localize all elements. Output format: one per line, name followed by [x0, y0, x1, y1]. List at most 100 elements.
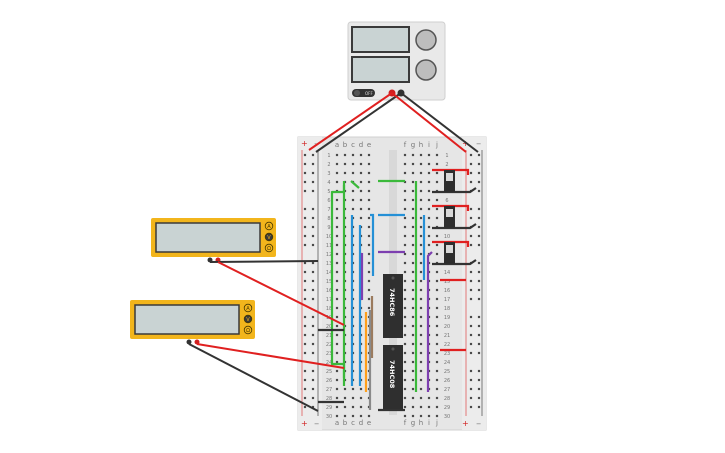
mode-v-button[interactable]	[264, 232, 274, 242]
rail-hole[interactable]	[469, 396, 473, 400]
slide-switch-2[interactable]	[432, 204, 477, 230]
breadboard-hole[interactable]	[343, 171, 347, 175]
rail-hole[interactable]	[303, 162, 307, 166]
breadboard-hole[interactable]	[435, 378, 439, 382]
power-leads[interactable]	[308, 92, 479, 153]
breadboard-hole[interactable]	[427, 405, 431, 409]
rail-hole[interactable]	[303, 270, 307, 274]
breadboard-hole[interactable]	[359, 207, 363, 211]
rail-hole[interactable]	[303, 378, 307, 382]
breadboard-hole[interactable]	[411, 216, 415, 220]
breadboard-hole[interactable]	[419, 342, 423, 346]
breadboard-hole[interactable]	[411, 396, 415, 400]
breadboard-hole[interactable]	[435, 153, 439, 157]
rail-hole[interactable]	[469, 180, 473, 184]
wire-black[interactable]	[209, 260, 319, 263]
rail-hole[interactable]	[477, 351, 481, 355]
rail-hole[interactable]	[303, 387, 307, 391]
breadboard-hole[interactable]	[335, 198, 339, 202]
rail-hole[interactable]	[477, 207, 481, 211]
breadboard-hole[interactable]	[411, 261, 415, 265]
breadboard-hole[interactable]	[351, 414, 355, 418]
breadboard-hole[interactable]	[411, 180, 415, 184]
breadboard-hole[interactable]	[351, 171, 355, 175]
breadboard-hole[interactable]	[367, 261, 371, 265]
breadboard-hole[interactable]	[335, 405, 339, 409]
breadboard-hole[interactable]	[435, 180, 439, 184]
breadboard-hole[interactable]	[411, 153, 415, 157]
rail-hole[interactable]	[469, 270, 473, 274]
breadboard-hole[interactable]	[343, 162, 347, 166]
breadboard-hole[interactable]	[411, 306, 415, 310]
breadboard-hole[interactable]	[335, 288, 339, 292]
breadboard-hole[interactable]	[427, 171, 431, 175]
breadboard-hole[interactable]	[359, 162, 363, 166]
rail-hole[interactable]	[311, 270, 315, 274]
breadboard-hole[interactable]	[419, 189, 423, 193]
breadboard-hole[interactable]	[403, 351, 407, 355]
breadboard-hole[interactable]	[427, 162, 431, 166]
breadboard-hole[interactable]	[403, 414, 407, 418]
breadboard-hole[interactable]	[367, 207, 371, 211]
breadboard-hole[interactable]	[411, 162, 415, 166]
breadboard-hole[interactable]	[435, 360, 439, 364]
rail-hole[interactable]	[311, 180, 315, 184]
rail-hole[interactable]	[477, 189, 481, 193]
breadboard-hole[interactable]	[335, 153, 339, 157]
wire-red[interactable]	[308, 92, 393, 151]
breadboard-hole[interactable]	[403, 333, 407, 337]
breadboard-hole[interactable]	[351, 198, 355, 202]
breadboard-hole[interactable]	[335, 225, 339, 229]
rail-hole[interactable]	[311, 216, 315, 220]
breadboard-hole[interactable]	[427, 225, 431, 229]
breadboard-hole[interactable]	[367, 225, 371, 229]
breadboard-hole[interactable]	[403, 207, 407, 211]
breadboard-hole[interactable]	[367, 414, 371, 418]
breadboard-hole[interactable]	[403, 297, 407, 301]
breadboard-hole[interactable]	[435, 252, 439, 256]
rail-hole[interactable]	[469, 279, 473, 283]
breadboard-hole[interactable]	[359, 189, 363, 193]
breadboard-hole[interactable]	[351, 162, 355, 166]
breadboard-hole[interactable]	[411, 225, 415, 229]
breadboard-hole[interactable]	[343, 396, 347, 400]
breadboard-hole[interactable]	[411, 198, 415, 202]
breadboard-hole[interactable]	[419, 297, 423, 301]
breadboard-hole[interactable]	[435, 297, 439, 301]
slide-switch-3[interactable]	[432, 240, 477, 266]
breadboard-hole[interactable]	[411, 243, 415, 247]
rail-hole[interactable]	[311, 405, 315, 409]
breadboard-hole[interactable]	[403, 198, 407, 202]
breadboard-hole[interactable]	[359, 405, 363, 409]
mode-v-button[interactable]	[243, 314, 253, 324]
breadboard-hole[interactable]	[367, 270, 371, 274]
breadboard-hole[interactable]	[335, 297, 339, 301]
breadboard-hole[interactable]	[427, 153, 431, 157]
breadboard-hole[interactable]	[435, 387, 439, 391]
rail-hole[interactable]	[303, 180, 307, 184]
breadboard-hole[interactable]	[427, 396, 431, 400]
rail-hole[interactable]	[311, 207, 315, 211]
probe-black-terminal[interactable]	[186, 339, 192, 345]
breadboard-hole[interactable]	[367, 279, 371, 283]
ic-chip-74hc86[interactable]: 74HC86	[383, 274, 403, 338]
breadboard-hole[interactable]	[419, 360, 423, 364]
multimeter-1[interactable]: A V Ω	[151, 218, 276, 263]
rail-hole[interactable]	[469, 288, 473, 292]
breadboard-hole[interactable]	[411, 369, 415, 373]
rail-hole[interactable]	[469, 369, 473, 373]
breadboard-hole[interactable]	[335, 243, 339, 247]
breadboard-hole[interactable]	[359, 171, 363, 175]
breadboard-hole[interactable]	[419, 153, 423, 157]
rail-hole[interactable]	[477, 324, 481, 328]
rail-hole[interactable]	[311, 243, 315, 247]
rail-hole[interactable]	[469, 234, 473, 238]
breadboard-hole[interactable]	[367, 198, 371, 202]
breadboard-hole[interactable]	[403, 288, 407, 292]
breadboard-hole[interactable]	[411, 351, 415, 355]
breadboard-hole[interactable]	[343, 405, 347, 409]
breadboard-hole[interactable]	[411, 297, 415, 301]
rail-hole[interactable]	[477, 216, 481, 220]
breadboard-hole[interactable]	[359, 387, 363, 391]
breadboard-hole[interactable]	[359, 396, 363, 400]
